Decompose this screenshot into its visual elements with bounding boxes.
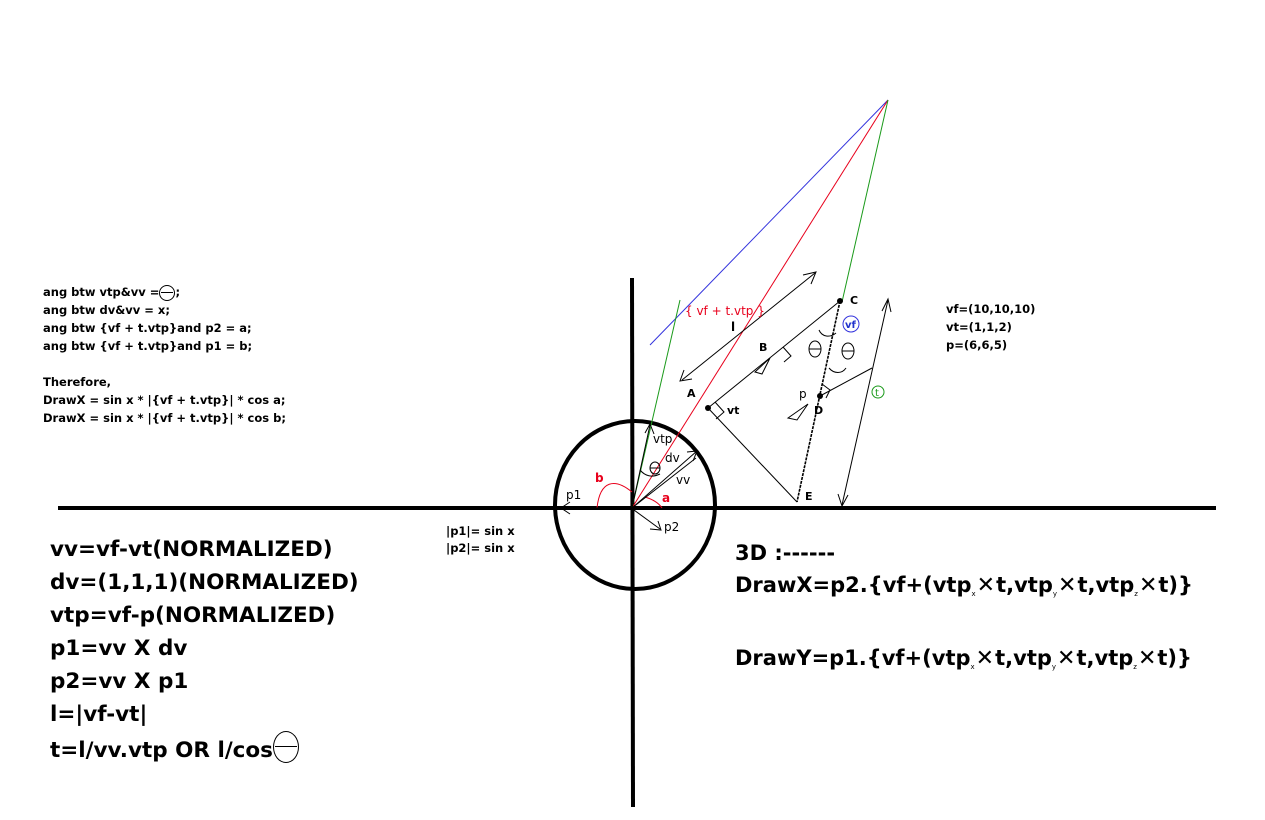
note-p2-magnitude: |p2|= sin x [446,541,515,555]
t-circle [871,385,885,399]
label-dv: dv [665,451,680,465]
formula-drawy: DrawY=p1.{vf+(vtpx✕t,vtpy✕t,vtpz✕t)} [735,642,1193,683]
def-vtp: vtp=vf-p(NORMALIZED) [50,603,336,628]
note-angle-vtp-vv: ang btw vtp&vv =; [43,284,181,301]
coord-vt: vt=(1,1,2) [946,320,1012,334]
theta-symbol-origin [649,461,661,475]
arrow-t-head-start [837,493,849,508]
label-p2: p2 [664,520,679,534]
unit-circle [553,419,717,591]
note-therefore: Therefore, [43,375,112,389]
coord-p: p=(6,6,5) [946,338,1008,352]
def-p2: p2=vv X p1 [50,669,189,694]
arrow-l [681,272,816,381]
line-C-E [796,300,841,503]
def-l: l=|vf-vt| [50,702,148,727]
line-D-right [819,367,873,397]
label-E: E [805,490,813,503]
right-angle-A [714,401,725,420]
red-angle-a-arc [644,496,663,509]
label-a: a [662,491,670,505]
line-A-C [707,300,841,409]
red-angle-b-arc [596,483,633,509]
label-t: t [875,388,879,399]
label-B: B [759,341,767,354]
label-vf-plus-tvtp: { vf + t.vtp } [685,304,765,318]
p2-arrowhead [649,520,662,531]
point-D [817,393,823,399]
cross-product-icon: ✕ [975,646,995,671]
label-vtp: vtp [653,432,672,446]
theta-symbol-note [159,284,176,301]
angle-arc-C [818,329,837,337]
formula-drawx: DrawX=p2.{vf+(vtpx✕t,vtpy✕t,vtpz✕t)} [735,569,1193,610]
note-blank [43,355,286,373]
green-line-right [841,99,889,303]
dv-arrowhead [686,450,698,462]
red-line [631,99,889,509]
theta-symbol-B [808,340,822,358]
magnitude-notes: |p1|= sin x |p2|= sin x [446,523,515,557]
label-D: D [814,404,823,417]
cross-product-icon: ✕ [976,573,996,598]
point-C [837,298,843,304]
def-dv: dv=(1,1,1)(NORMALIZED) [50,570,359,595]
right-angle-B [782,346,792,363]
formula-gap [735,610,1193,642]
label-vf: vf [845,320,857,331]
label-p1: p1 [566,488,581,502]
def-t: t=l/vv.vtp OR l/cos [50,731,359,767]
theta-symbol-D [841,342,855,360]
point-A [705,405,711,411]
note-drawx-cos-b: DrawX = sin x * |{vf + t.vtp}| * cos b; [43,411,286,425]
cross-product-icon: ✕ [1137,646,1157,671]
label-l: l [731,320,735,334]
note-angle-b: ang btw {vf + t.vtp}and p1 = b; [43,339,253,353]
coordinate-values: vf=(10,10,10) vt=(1,1,2) p=(6,6,5) [946,300,1035,354]
line-A-E [707,407,798,503]
arrow-l-head-end [802,271,817,285]
triangle-D [786,403,809,421]
label-p: p [799,387,807,401]
note-angle-a: ang btw {vf + t.vtp}and p2 = a; [43,321,252,335]
label-A: A [687,387,696,400]
note-drawx-cos-a: DrawX = sin x * |{vf + t.vtp}| * cos a; [43,393,286,407]
p2-vector [633,509,661,530]
arrow-t [841,299,889,506]
vtp-vector [631,424,651,509]
p1-arrowhead [560,501,571,515]
three-d-heading: 3D :------ [735,541,836,565]
def-p1: p1=vv X dv [50,636,188,661]
label-C: C [850,294,858,307]
note-p1-magnitude: |p1|= sin x [446,524,515,538]
y-axis [630,277,635,808]
vtp-arrowhead [644,422,655,435]
coord-vf: vf=(10,10,10) [946,302,1036,316]
note-angle-dv-vv: ang btw dv&vv = x; [43,303,170,317]
right-angle-D [821,383,831,399]
def-vv: vv=vf-vt(NORMALIZED) [50,537,333,562]
angle-notes: ang btw vtp&vv =; ang btw dv&vv = x; ang… [43,283,286,427]
cross-product-icon: ✕ [1058,573,1077,598]
angle-arc-vtp [639,469,661,477]
angle-arc-D [828,367,847,373]
dv-vector [631,450,698,509]
vf-circle [842,315,860,333]
vv-vector [631,457,697,509]
cross-product-icon: ✕ [1138,573,1158,598]
blue-line [649,99,889,346]
arrow-t-head-end [881,297,892,313]
label-vv: vv [676,473,690,487]
label-b: b [595,471,604,485]
three-d-formulas: 3D :------ DrawX=p2.{vf+(vtpx✕t,vtpy✕t,v… [735,537,1193,683]
label-vt: vt [727,404,739,417]
arrow-l-head-start [679,369,693,382]
vector-definitions: vv=vf-vt(NORMALIZED) dv=(1,1,1)(NORMALIZ… [50,533,359,767]
triangle-B [754,357,771,375]
cross-product-icon: ✕ [1057,646,1076,671]
theta-symbol-def [272,731,299,763]
